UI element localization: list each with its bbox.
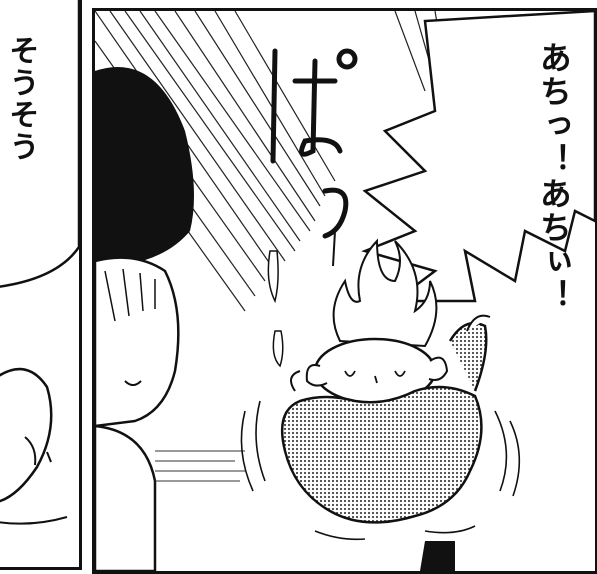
dialogue-right: あちっ！あちぃ！ bbox=[534, 41, 573, 313]
small-character-foot bbox=[420, 541, 455, 571]
small-character-ear bbox=[428, 356, 449, 381]
mouth bbox=[124, 380, 142, 386]
speed-lines bbox=[155, 450, 245, 482]
flame-icon bbox=[332, 238, 438, 348]
small-character-ear bbox=[305, 364, 328, 387]
character-detail bbox=[24, 436, 37, 466]
panel-left-art bbox=[0, 0, 79, 525]
character-face bbox=[95, 256, 180, 428]
dialogue-left: そうそう bbox=[3, 35, 39, 163]
motion-lines bbox=[240, 400, 521, 541]
character-outline bbox=[0, 367, 53, 503]
panel-right: ぼっ あちっ！あちぃ！ bbox=[92, 8, 597, 574]
small-character-arm bbox=[290, 370, 301, 392]
character-outline bbox=[0, 516, 68, 525]
panel-left: そうそう bbox=[0, 0, 82, 570]
flame-spark bbox=[272, 330, 284, 368]
sound-effect: ぼっ bbox=[255, 41, 365, 261]
small-character-body bbox=[280, 385, 483, 524]
small-character-hand bbox=[466, 314, 491, 332]
panel-right-art bbox=[95, 11, 595, 571]
small-character-arm bbox=[448, 321, 488, 392]
sweat-mark bbox=[46, 451, 52, 463]
hair-strands bbox=[104, 268, 156, 322]
sfx-lettering bbox=[270, 48, 358, 239]
speech-bubble bbox=[0, 0, 79, 288]
flame-spark bbox=[332, 230, 336, 267]
small-character-face bbox=[344, 370, 406, 384]
character-torso bbox=[95, 424, 157, 571]
character-hair-dark bbox=[95, 67, 194, 271]
flame-spark bbox=[267, 250, 279, 304]
